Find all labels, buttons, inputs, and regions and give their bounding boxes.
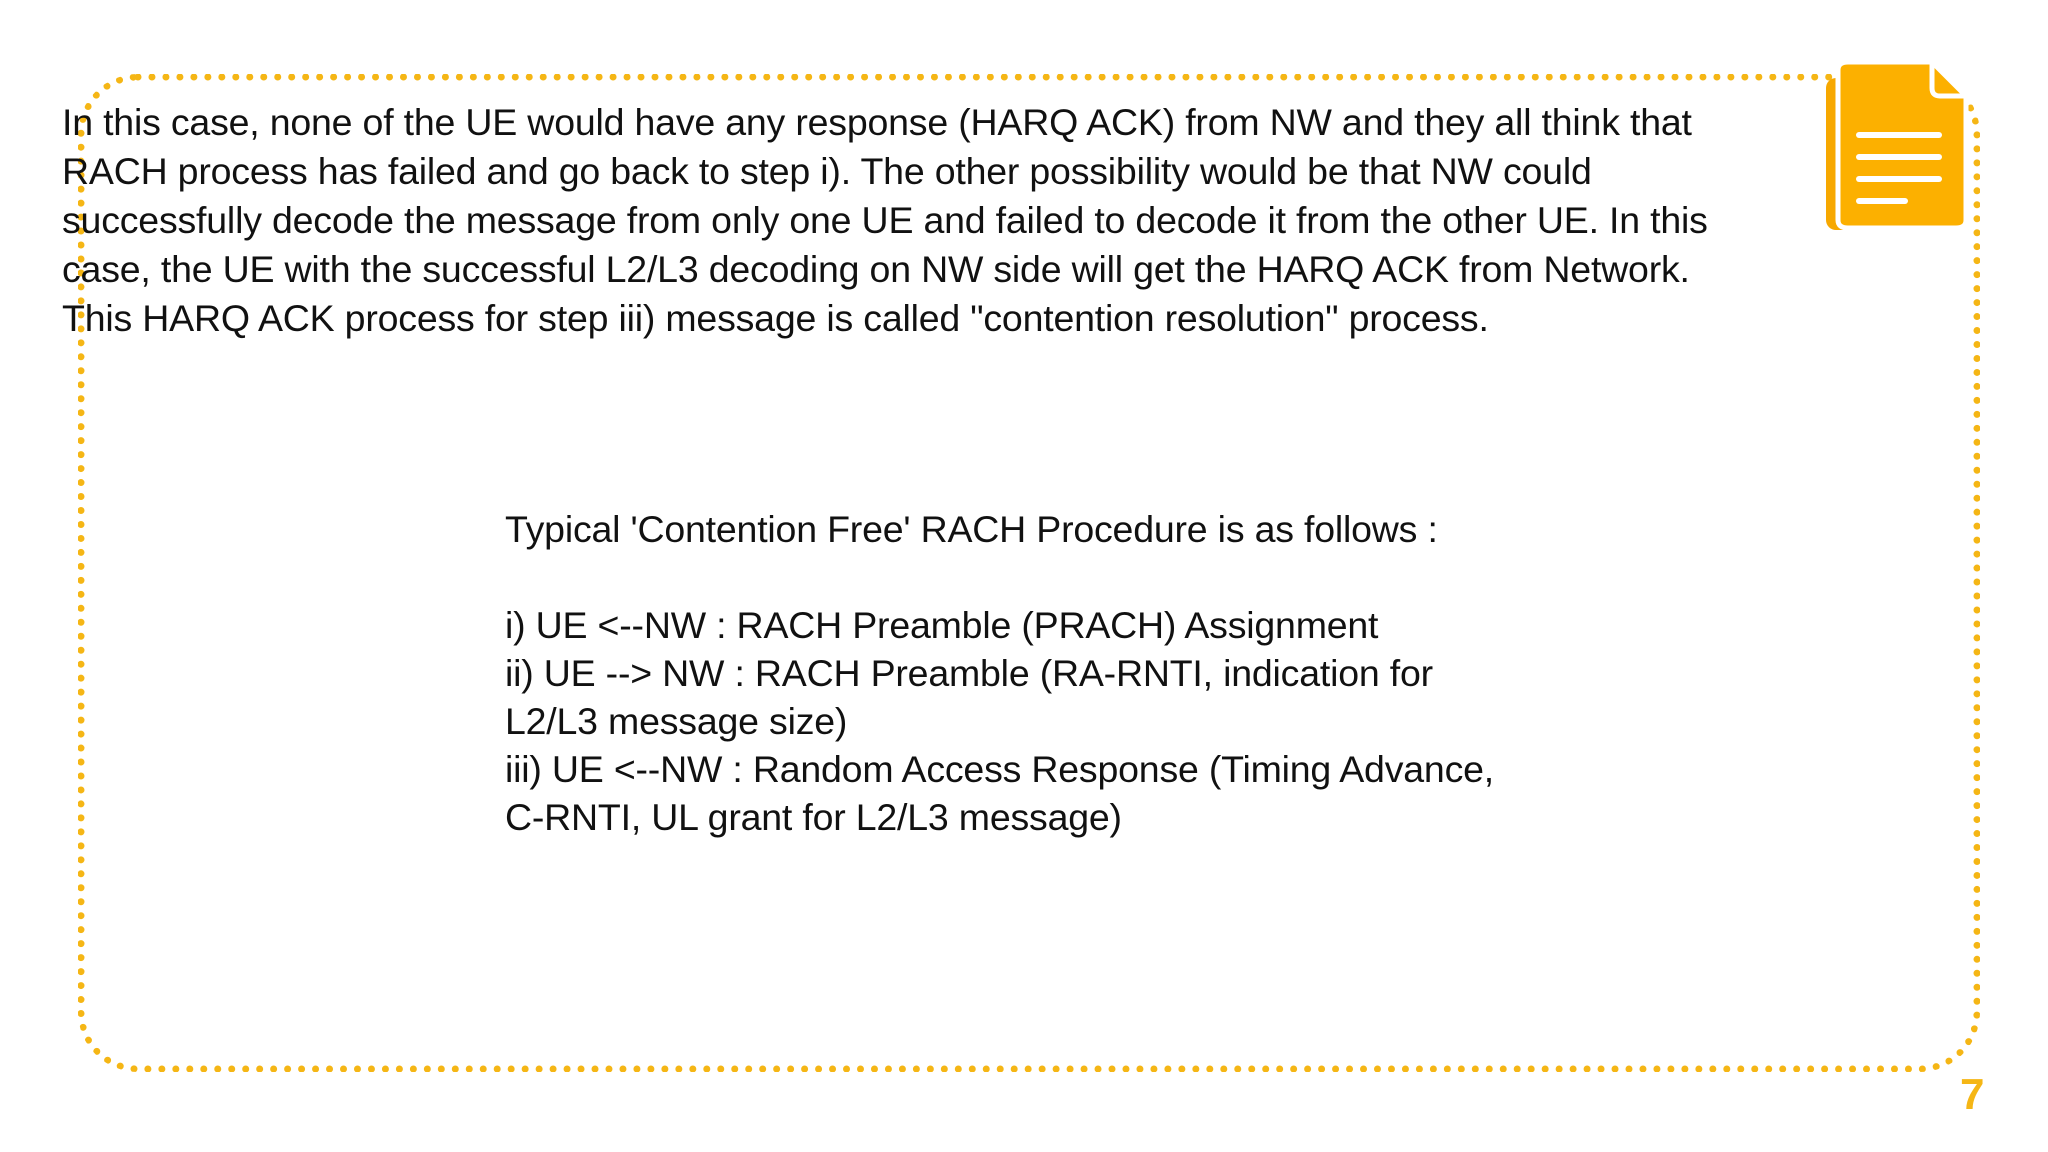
body-paragraph: In this case, none of the UE would have … [62,101,1718,339]
procedure-step-ii: ii) UE --> NW : RACH Preamble (RA-RNTI, … [505,652,1444,742]
procedure-spacer [505,553,1505,601]
page-number: 7 [1960,1070,1985,1119]
document-icon [1826,60,1976,240]
procedure-step-iii: iii) UE <--NW : Random Access Response (… [505,748,1505,838]
procedure-step-i: i) UE <--NW : RACH Preamble (PRACH) Assi… [505,604,1379,646]
procedure-heading: Typical 'Contention Free' RACH Procedure… [505,508,1438,550]
procedure-text-block: Typical 'Contention Free' RACH Procedure… [505,505,1505,841]
